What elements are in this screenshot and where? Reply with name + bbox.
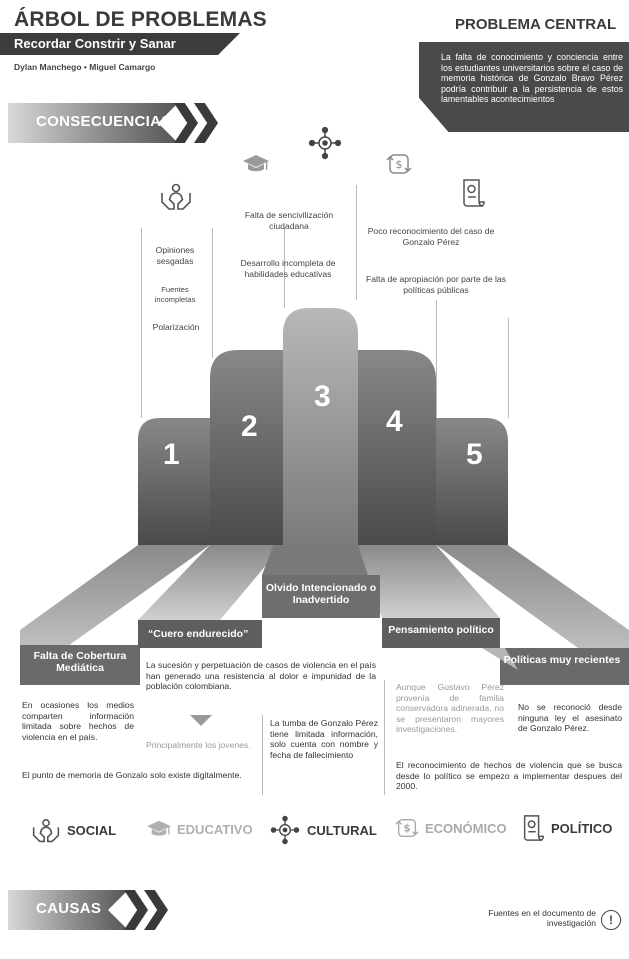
legend-economico-label: ECONÓMICO	[425, 820, 507, 836]
block-c1	[20, 645, 140, 685]
ramp-2	[138, 545, 283, 620]
sources-note: Fuentes en el documento de investigación	[488, 908, 596, 928]
money-icon: $	[395, 818, 419, 838]
page-title: ÁRBOL DE PROBLEMAS	[14, 8, 267, 31]
step-number-1: 1	[163, 438, 180, 471]
legend-cultural: CULTURAL	[268, 815, 377, 845]
step-number-3: 3	[314, 380, 331, 413]
guide-line	[508, 318, 509, 418]
central-problem-text: La falta de conocimiento y conciencia en…	[441, 52, 623, 105]
central-problem-box: La falta de conocimiento y conciencia en…	[419, 42, 629, 132]
column-5	[436, 418, 508, 545]
central-problem-title: PROBLEMA CENTRAL	[455, 16, 617, 33]
causas-label: CAUSAS	[36, 900, 102, 917]
guide-line	[384, 680, 385, 795]
legend-cultural-label: CULTURAL	[307, 822, 377, 838]
consequence-politico-2: Falta de apropiación por parte de las po…	[366, 274, 506, 295]
block-c5	[500, 648, 629, 685]
legend-social-label: SOCIAL	[67, 822, 117, 838]
cause-4-text-2: El reconocimiento de hechos de violencia…	[396, 760, 622, 791]
step-number-2: 2	[241, 410, 258, 443]
cause-5-text: No se reconoció desde ninguna ley el ase…	[518, 702, 622, 733]
cause-title-1: Falta de Cobertura Mediática	[33, 650, 127, 674]
chevron-icon	[124, 890, 148, 930]
cause-title-2: “Cuero endurecido”	[148, 628, 249, 640]
cause-3-text: La tumba de Gonzalo Pérez tiene limitada…	[270, 718, 378, 760]
column-4	[358, 350, 436, 545]
document-icon	[523, 815, 544, 841]
cultural-network-icon	[270, 815, 300, 845]
social-hands-icon	[158, 178, 194, 214]
consequence-social-2: Fuentes incompletas	[154, 285, 196, 304]
legend-educativo: EDUCATIVO	[146, 818, 253, 840]
consequence-social-3: Polarización	[152, 322, 200, 332]
block-c4	[382, 618, 500, 648]
consequence-politico-1: Poco reconocimiento del caso de Gonzalo …	[367, 226, 495, 247]
graduation-cap-icon	[147, 820, 171, 836]
cause-title-4: Pensamiento político	[388, 624, 494, 636]
legend-economico: $ ECONÓMICO	[394, 816, 507, 840]
block-c2	[138, 620, 262, 648]
consequence-social-1: Opiniones sesgadas	[155, 245, 195, 266]
column-1	[138, 418, 210, 545]
money-icon: $	[384, 150, 414, 178]
step-number-4: 4	[386, 405, 403, 438]
cause-title-5: Políticas muy recientes	[503, 654, 621, 666]
shadow-c4	[482, 648, 518, 670]
consequence-educativo-1: Falta de sencivilización ciudadana	[244, 210, 334, 231]
cause-1-text: En ocasiones los medios comparten inform…	[22, 700, 134, 742]
causas-band: CAUSAS	[8, 890, 178, 930]
column-3	[283, 308, 358, 545]
column-2	[210, 350, 283, 545]
consecuencias-band: CONSECUENCIAS	[8, 103, 218, 143]
ramp-4	[358, 545, 500, 618]
step-number-5: 5	[466, 438, 483, 471]
cause-1-text-2: El punto de memoria de Gonzalo solo exis…	[22, 770, 242, 780]
cultural-network-icon	[308, 126, 342, 160]
svg-text:$: $	[403, 824, 410, 835]
podium-graphic	[20, 308, 629, 685]
guide-line	[141, 228, 142, 418]
info-icon[interactable]: !	[601, 910, 621, 930]
guide-line	[284, 228, 285, 308]
subtitle-bar: Recordar Constrir y Sanar	[0, 33, 240, 55]
guide-line	[262, 715, 263, 795]
cause-4-text: Aunque Gustavo Pérez provenía de familia…	[396, 682, 504, 734]
social-hands-icon	[32, 819, 60, 843]
consequence-educativo-2: Desarrollo incompleta de habilidades edu…	[240, 258, 336, 279]
subtitle: Recordar Constrir y Sanar	[14, 36, 176, 51]
legend-politico: POLÍTICO	[520, 813, 612, 843]
cause-2-text-2: Principalmente los jovenes.	[146, 740, 251, 750]
graduation-cap-icon	[240, 150, 272, 178]
cause-title-3: Olvido Intencionado o Inadvertido	[265, 582, 377, 606]
consecuencias-label: CONSECUENCIAS	[36, 113, 172, 130]
guide-line	[212, 228, 213, 358]
document-icon	[458, 176, 488, 210]
guide-line	[356, 185, 357, 300]
authors: Dylan Manchego • Miguel Camargo	[14, 62, 156, 72]
guide-line	[436, 300, 437, 420]
block-c3	[262, 575, 380, 618]
svg-text:$: $	[396, 158, 403, 171]
legend-politico-label: POLÍTICO	[551, 820, 613, 836]
legend-social: SOCIAL	[30, 815, 116, 845]
legend-educativo-label: EDUCATIVO	[177, 821, 253, 837]
chevron-icon	[174, 103, 198, 143]
down-triangle-icon	[190, 715, 212, 726]
cause-2-text: La sucesión y perpetuación de casos de v…	[146, 660, 376, 691]
